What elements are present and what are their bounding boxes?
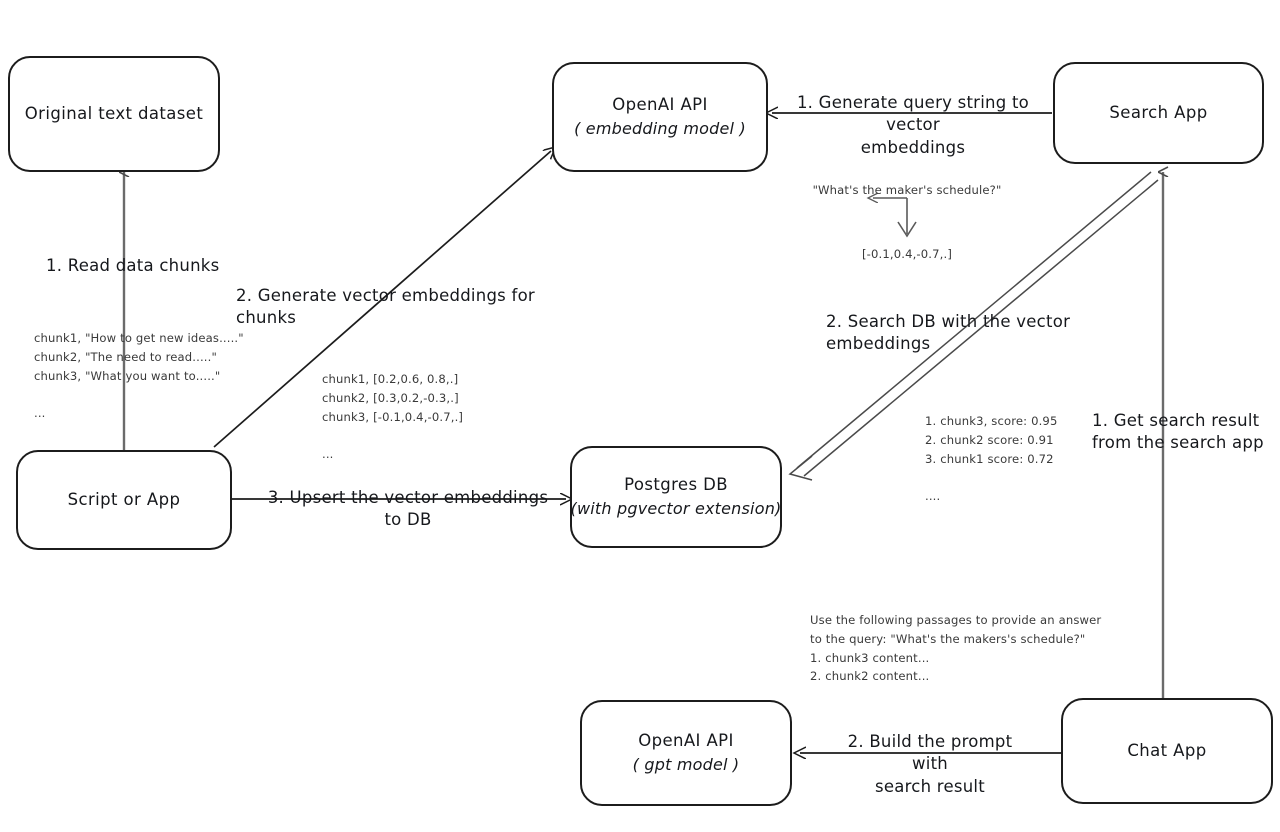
note-prompt-text: Use the following passages to provide an…: [810, 613, 1102, 684]
note-search-results: 1. chunk3, score: 0.95 2. chunk2 score: …: [925, 414, 1058, 504]
note-query-string: "What's the maker's schedule?": [812, 183, 1002, 197]
node-subtitle: ( embedding model ): [574, 119, 746, 139]
node-postgres-db[interactable]: Postgres DB (with pgvector extension): [570, 446, 782, 548]
connector-query-to-vector: [873, 198, 917, 238]
node-openai-api-embedding-model[interactable]: OpenAI API ( embedding model ): [552, 62, 768, 172]
node-original-text-dataset[interactable]: Original text dataset: [8, 56, 220, 172]
node-openai-api-gpt-model[interactable]: OpenAI API ( gpt model ): [580, 700, 792, 806]
node-title: OpenAI API: [612, 95, 708, 115]
edge-label-build-prompt: 2. Build the prompt with search result: [847, 732, 1013, 796]
node-title: Chat App: [1127, 741, 1207, 761]
node-search-app[interactable]: Search App: [1053, 62, 1264, 164]
edge-label-generate-embeddings-for-chunks: 2. Generate vector embeddings for chunks: [236, 286, 535, 328]
node-title: Postgres DB: [624, 475, 728, 495]
node-subtitle: ( gpt model ): [632, 755, 740, 775]
node-title: Script or App: [67, 490, 181, 510]
edge-label-read-data-chunks: 1. Read data chunks: [46, 256, 220, 275]
node-chat-app[interactable]: Chat App: [1061, 698, 1273, 804]
edge-label-generate-query-embeddings: 1. Generate query string to vector embed…: [796, 93, 1030, 157]
note-chunk-vectors: chunk1, [0.2,0.6, 0.8,.] chunk2, [0.3,0.…: [322, 372, 464, 462]
edge-label-search-db: 2. Search DB with the vector embeddings: [826, 312, 1071, 354]
note-query-vector: [-0.1,0.4,-0.7,.]: [861, 247, 953, 261]
node-title: Original text dataset: [24, 104, 204, 124]
node-script-or-app[interactable]: Script or App: [16, 450, 232, 550]
edge-label-upsert-to-db: 3. Upsert the vector embeddings to DB: [267, 488, 549, 530]
node-subtitle: (with pgvector extension): [570, 499, 782, 519]
note-raw-chunks: chunk1, "How to get new ideas....." chun…: [34, 331, 244, 421]
node-title: Search App: [1109, 103, 1208, 123]
node-title: OpenAI API: [638, 731, 734, 751]
